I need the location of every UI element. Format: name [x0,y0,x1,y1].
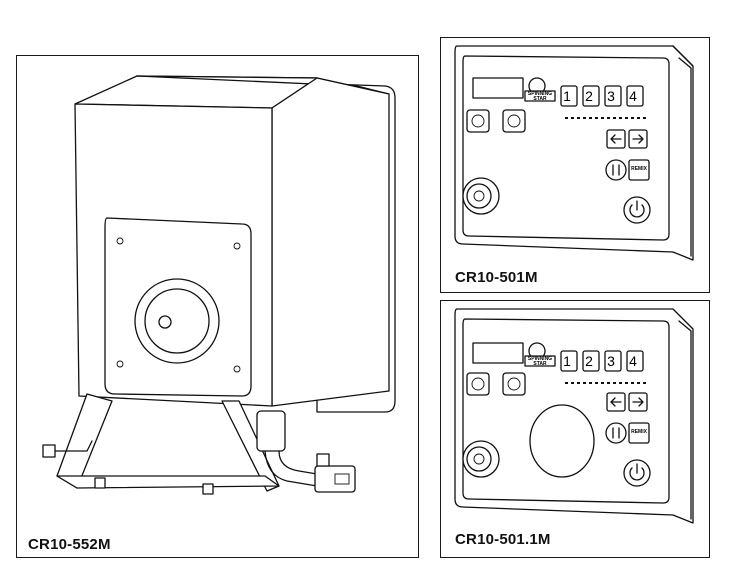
caption-cr10-501-1m: CR10-501.1M [455,531,551,548]
keys-501-1m [560,350,644,372]
figure-panel-cr10-501m: 1 2 3 4 SPINNING STAR REMIX CR10-501M [440,37,710,293]
logo-text-501-1m: SPINNING STAR [527,356,553,367]
key-2[interactable]: 2 [585,88,593,104]
remix-button-501-1m[interactable]: REMIX [631,429,647,435]
control-panel-with-port-illustration [454,308,694,524]
pump-unit-illustration [42,75,396,495]
control-panel-illustration [454,45,694,261]
key-3[interactable]: 3 [607,88,615,104]
caption-cr10-552m: CR10-552M [28,536,111,553]
key-4[interactable]: 4 [629,353,637,369]
remix-button-501m[interactable]: REMIX [631,166,647,172]
keys-501m-labels: 1 2 3 4 [559,88,649,108]
keys-501m [560,85,644,107]
key-3[interactable]: 3 [607,353,615,369]
key-1[interactable]: 1 [563,88,571,104]
key-4[interactable]: 4 [629,88,637,104]
figure-panel-cr10-552m: CR10-552M [16,55,419,558]
logo-text-501m: SPINNING STAR [527,91,553,102]
key-1[interactable]: 1 [563,353,571,369]
key-2[interactable]: 2 [585,353,593,369]
figure-panel-cr10-501-1m: 1 2 3 4 SPINNING STAR REMIX CR10-501.1M [440,300,710,558]
keys-501-1m-labels: 1 2 3 4 [559,353,649,373]
caption-cr10-501m: CR10-501M [455,269,538,286]
